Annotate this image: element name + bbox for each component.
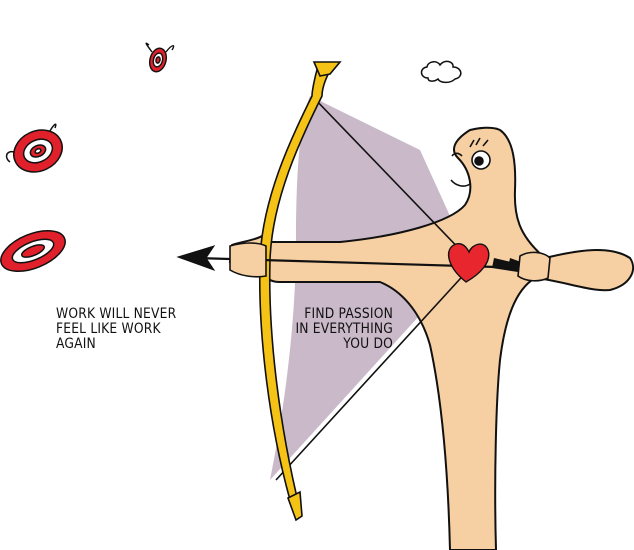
heart-icon bbox=[447, 242, 490, 283]
caption-passion-line-1: FIND PASSION bbox=[304, 306, 393, 322]
cloud-icon bbox=[420, 60, 462, 84]
archer-front-hand bbox=[229, 242, 267, 278]
target-icon-small bbox=[145, 42, 175, 73]
caption-work: WORK WILL NEVER FEEL LIKE WORK AGAIN bbox=[56, 307, 176, 352]
bowstring-area bbox=[270, 96, 470, 480]
caption-work-line-2: FEEL LIKE WORK bbox=[56, 321, 161, 337]
caption-work-line-3: AGAIN bbox=[56, 336, 96, 352]
caption-work-line-1: WORK WILL NEVER bbox=[56, 306, 177, 322]
target-icon-large bbox=[0, 229, 66, 273]
target-icon-medium bbox=[5, 123, 63, 173]
caption-passion: FIND PASSION IN EVERYTHING YOU DO bbox=[283, 307, 393, 352]
caption-passion-line-2: IN EVERYTHING bbox=[295, 321, 393, 337]
bow-icon bbox=[258, 61, 342, 522]
archer-back-hand bbox=[517, 251, 551, 282]
archer-face bbox=[450, 137, 491, 187]
caption-passion-line-3: YOU DO bbox=[343, 336, 393, 352]
